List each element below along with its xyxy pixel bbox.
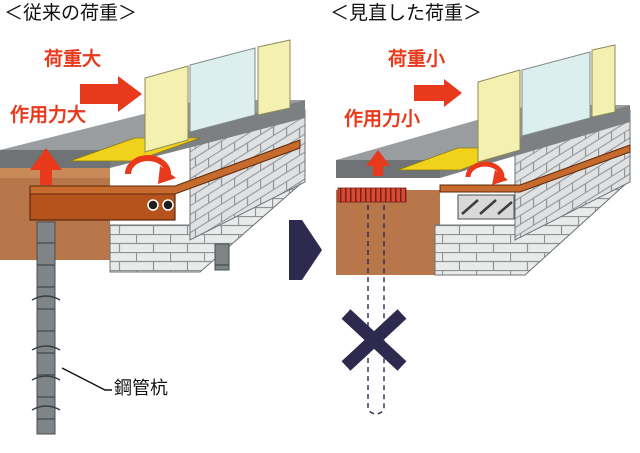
left-rear-pile bbox=[214, 243, 230, 271]
left-rotation-arrow bbox=[125, 155, 171, 175]
left-structure bbox=[0, 39, 306, 435]
right-anchor-block bbox=[457, 194, 515, 220]
left-load-arrow bbox=[80, 76, 142, 112]
left-steel-flange bbox=[29, 139, 301, 195]
left-panel-a bbox=[144, 65, 189, 153]
right-rebar-strip bbox=[337, 187, 407, 203]
right-earth bbox=[336, 190, 440, 275]
right-panel-c bbox=[591, 44, 616, 118]
left-up-arrow bbox=[30, 148, 62, 185]
right-rotation-arrow bbox=[465, 161, 505, 178]
left-force-label: 作用力大 bbox=[10, 104, 87, 126]
right-load-label: 荷重小 bbox=[388, 48, 446, 70]
right-panel-title: ＜見直した荷重＞ bbox=[330, 2, 483, 24]
pile-leader-line bbox=[61, 367, 112, 391]
left-earth-top bbox=[0, 168, 110, 178]
right-up-arrow bbox=[366, 150, 390, 176]
left-panel-title: ＜従来の荷重＞ bbox=[4, 2, 138, 24]
cross-mark-icon bbox=[341, 309, 407, 371]
right-panel-b bbox=[521, 51, 591, 137]
left-load-label: 荷重大 bbox=[44, 48, 102, 70]
transition-arrow bbox=[289, 220, 322, 280]
right-load-arrow bbox=[414, 79, 462, 107]
left-panel-c bbox=[257, 39, 291, 116]
right-structure bbox=[336, 44, 631, 415]
left-deck-face bbox=[0, 150, 110, 168]
left-steel-pile bbox=[36, 221, 56, 435]
right-panel-a bbox=[477, 69, 521, 163]
steel-pile-label: 鋼管杭 bbox=[114, 378, 168, 399]
right-rail-frame bbox=[439, 144, 631, 193]
right-force-label: 作用力小 bbox=[344, 108, 421, 130]
left-panel-b bbox=[189, 47, 256, 133]
